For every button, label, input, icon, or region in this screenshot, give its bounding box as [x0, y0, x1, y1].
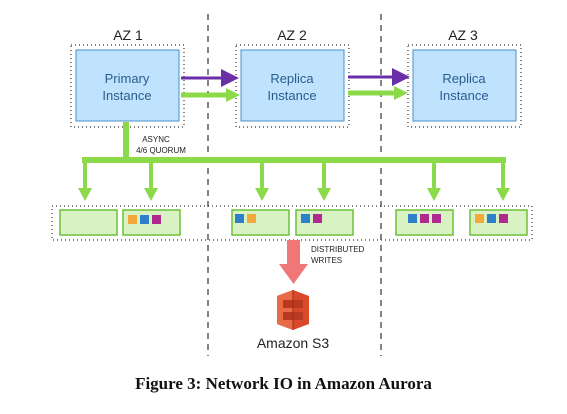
quorum-label-line2: 4/6 QUORUM	[136, 146, 186, 155]
replica-instance-az3: Replica Instance	[407, 44, 522, 128]
az-2-label: AZ 2	[277, 27, 307, 43]
svg-text:Instance: Instance	[102, 88, 151, 103]
storage-node-1	[59, 209, 118, 236]
figure-caption: Figure 3: Network IO in Amazon Aurora	[135, 374, 432, 393]
az-1-label: AZ 1	[113, 27, 143, 43]
storage-node-2	[122, 209, 181, 236]
primary-instance: Primary Instance	[70, 44, 185, 128]
storage-volume	[51, 205, 533, 241]
storage-node-6	[469, 209, 528, 236]
svg-text:Primary: Primary	[105, 71, 150, 86]
amazon-s3-icon	[277, 290, 309, 330]
svg-text:Replica: Replica	[442, 71, 486, 86]
replication-arrow-green-2	[348, 86, 408, 100]
storage-node-5	[395, 209, 454, 236]
replica-instance-az2: Replica Instance	[235, 44, 350, 128]
az-3-label: AZ 3	[448, 27, 478, 43]
svg-text:Instance: Instance	[267, 88, 316, 103]
storage-node-3	[231, 209, 290, 236]
distributed-writes-arrow	[279, 240, 308, 284]
replication-arrow-green-1	[181, 88, 240, 102]
svg-text:Replica: Replica	[270, 71, 314, 86]
distributed-writes-line2: WRITES	[311, 256, 342, 265]
storage-node-4	[295, 209, 354, 236]
amazon-s3-label: Amazon S3	[257, 335, 330, 351]
distributed-writes-line1: DISTRIBUTED	[311, 245, 365, 254]
quorum-write-bus	[78, 122, 510, 201]
svg-text:Instance: Instance	[439, 88, 488, 103]
quorum-label-line1: ASYNC	[142, 135, 170, 144]
